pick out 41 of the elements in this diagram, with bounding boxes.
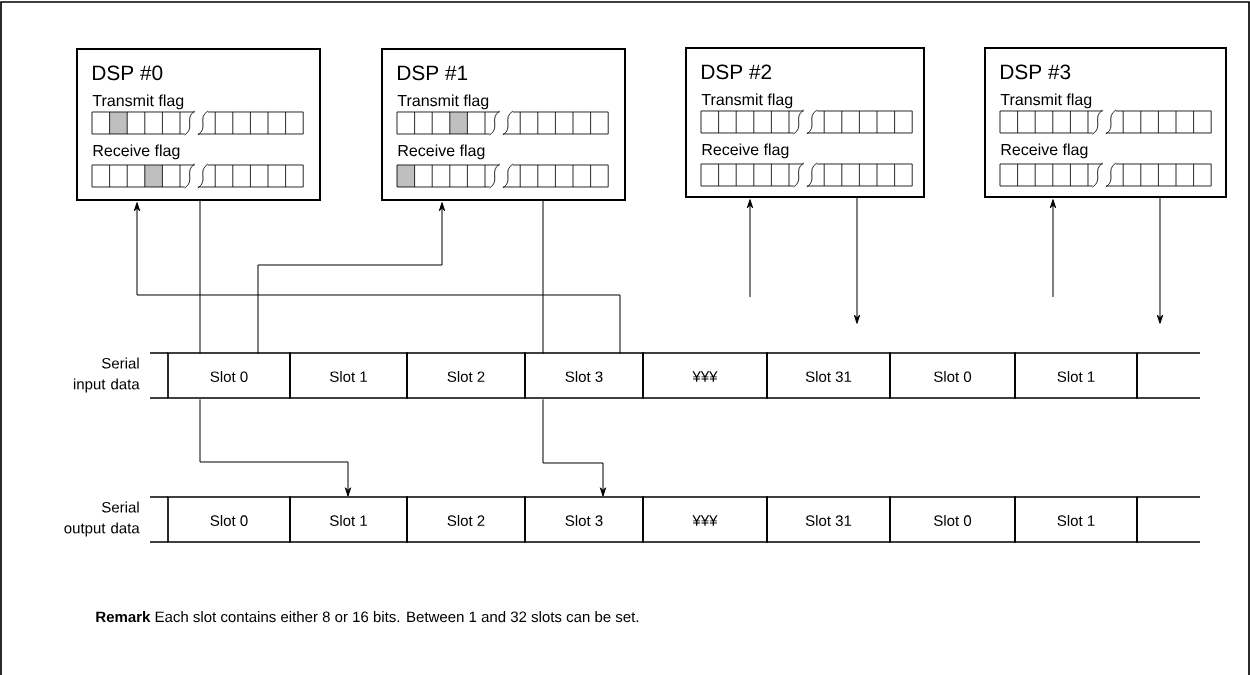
flag-label: Transmit flag [701,93,793,109]
flag-label: Receive flag [398,144,485,160]
slot-cell: Slot 2 [406,352,526,399]
dsp-title: DSP #0 [93,65,163,81]
arrow [133,202,621,355]
dsp-title: DSP #3 [1001,64,1071,80]
slot-cell: Slot 1 [1014,352,1138,399]
arrow [257,202,446,355]
arrow [746,199,754,298]
slot-cell: Slot 1 [289,352,408,399]
slot-cell: Slot 31 [766,352,891,399]
arrow [199,398,352,497]
flag-label: Transmit flag [1000,93,1092,109]
arrow [542,398,607,497]
flag-label: Receive flag [93,144,180,160]
slot-cell: Slot 2 [406,496,526,543]
slot-cell: ¥¥¥ [642,352,768,399]
flag-label: Transmit flag [397,94,489,110]
slot-cell [1136,496,1201,543]
slot-cell: Slot 0 [889,352,1016,399]
slot-cell: Slot 3 [524,352,644,399]
slot-cell: Slot 3 [524,496,644,543]
arrow [1049,199,1057,298]
arrow [853,197,861,324]
row-label: Serial input data [73,357,140,393]
slot-cell: Slot 31 [766,496,891,543]
flag-label: Receive flag [1001,143,1088,159]
dsp-title: DSP #2 [702,64,772,80]
slot-cell: Slot 0 [889,496,1016,543]
dsp-title: DSP #1 [398,65,468,81]
flag-label: Transmit flag [92,94,184,110]
slot-cell: Slot 1 [1014,496,1138,543]
slot-cell: Slot 1 [289,496,408,543]
slot-cell: Slot 0 [167,352,291,399]
slot-cell: ¥¥¥ [642,496,768,543]
slot-cell: Slot 0 [167,496,291,543]
flag-label: Receive flag [702,143,789,159]
arrow [1156,197,1164,324]
row-label: Serial output data [64,501,140,537]
remark-note: Remark Each slot contains either 8 or 16 bits. Between 1 and 32 slots can be set. [96,611,639,623]
slot-cell [1136,352,1201,399]
